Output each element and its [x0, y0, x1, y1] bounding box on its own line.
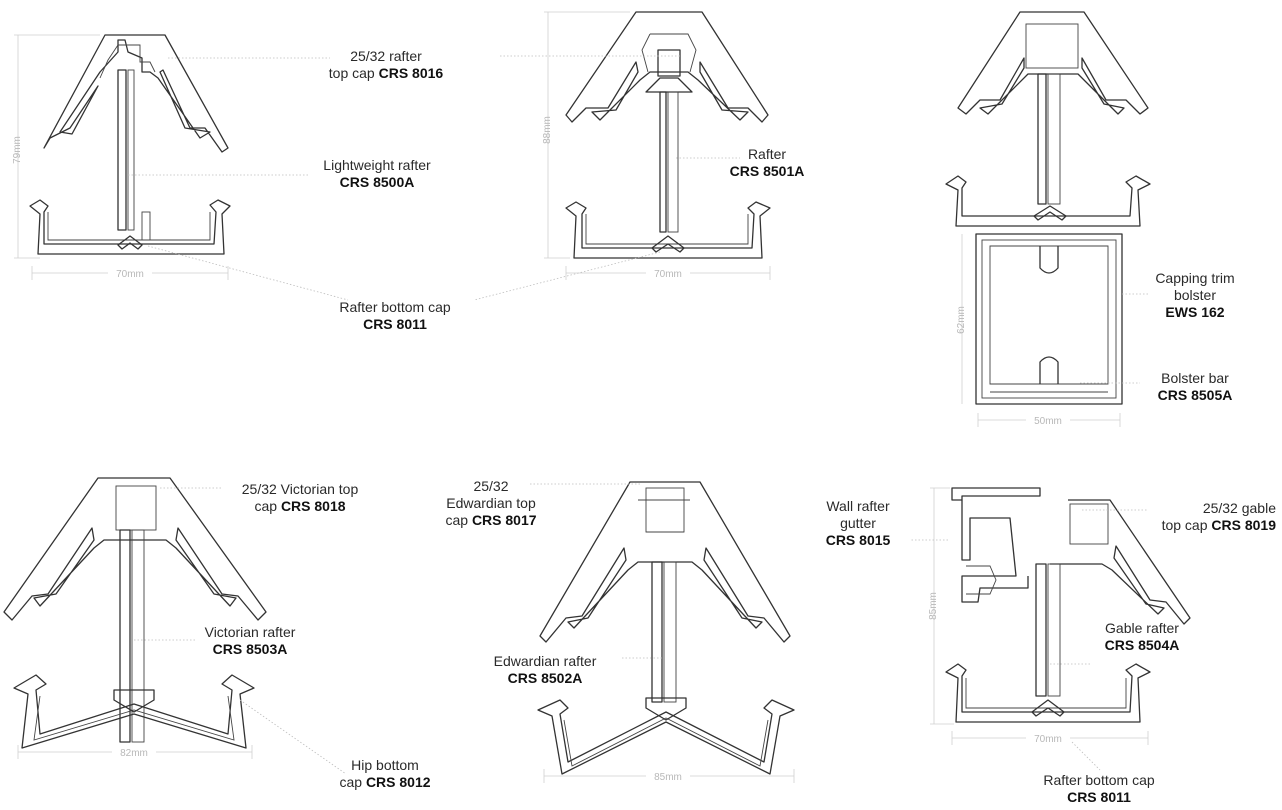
label-rafter-bottom-cap-top: Rafter bottom cap CRS 8011: [339, 299, 451, 332]
profile-edwardian-rafter: [537, 481, 795, 775]
leader-lines: [128, 55, 1150, 775]
dims-profile-2: 88mm 70mm: [542, 11, 771, 280]
label-edwardian-top-cap: 25/32 Edwardian top cap CRS 8017: [445, 478, 537, 528]
label-rafter: Rafter CRS 8501A: [729, 146, 805, 179]
dim-p1-width: 70mm: [116, 269, 144, 280]
label-gable-rafter: Gable rafter CRS 8504A: [1104, 620, 1180, 653]
label-bolster-bar: Bolster bar CRS 8505A: [1157, 370, 1233, 403]
dim-p2-width: 70mm: [654, 269, 682, 280]
dim-p5-width: 85mm: [654, 772, 682, 783]
dims-profile-1: 79mm 70mm: [12, 34, 229, 280]
label-lightweight-rafter: Lightweight rafter CRS 8500A: [323, 157, 431, 190]
dim-p6-width: 70mm: [1034, 734, 1062, 745]
profile-lightweight-rafter: [29, 34, 231, 255]
profile-victorian-rafter: [3, 477, 267, 749]
dim-p1-height: 79mm: [12, 136, 23, 164]
dim-p4-width: 82mm: [120, 748, 148, 759]
dims-profile-5: 85mm: [543, 769, 795, 783]
dims-profile-4: 82mm: [17, 745, 253, 759]
label-wall-rafter-gutter: Wall rafter gutter CRS 8015: [825, 498, 891, 548]
label-hip-bottom-cap: Hip bottom cap CRS 8012: [339, 757, 431, 790]
dim-p3-height: 62mm: [956, 306, 967, 334]
dim-p6-height: 85mm: [928, 592, 939, 620]
label-gable-top-cap: 25/32 gable top cap CRS 8019: [1161, 500, 1276, 533]
label-victorian-top-cap: 25/32 Victorian top cap CRS 8018: [241, 481, 359, 514]
profile-capping-trim-bolster: [945, 11, 1151, 405]
dims-profile-6: 85mm 70mm: [928, 487, 1149, 745]
label-rafter-bottom-cap-bottom: Rafter bottom cap CRS 8011: [1043, 772, 1155, 805]
label-victorian-rafter: Victorian rafter CRS 8503A: [204, 624, 296, 657]
label-capping-trim-bolster: Capping trim bolster EWS 162: [1155, 270, 1235, 320]
label-edwardian-rafter: Edwardian rafter CRS 8502A: [493, 653, 597, 686]
profile-gable-rafter: [945, 487, 1191, 723]
profile-rafter: [565, 11, 771, 259]
label-rafter-top-cap: 25/32 rafter top cap CRS 8016: [328, 48, 444, 81]
dims-profile-3: 62mm 50mm: [956, 234, 1121, 427]
dim-p2-height: 88mm: [542, 116, 553, 144]
dim-p3-width: 50mm: [1034, 416, 1062, 427]
